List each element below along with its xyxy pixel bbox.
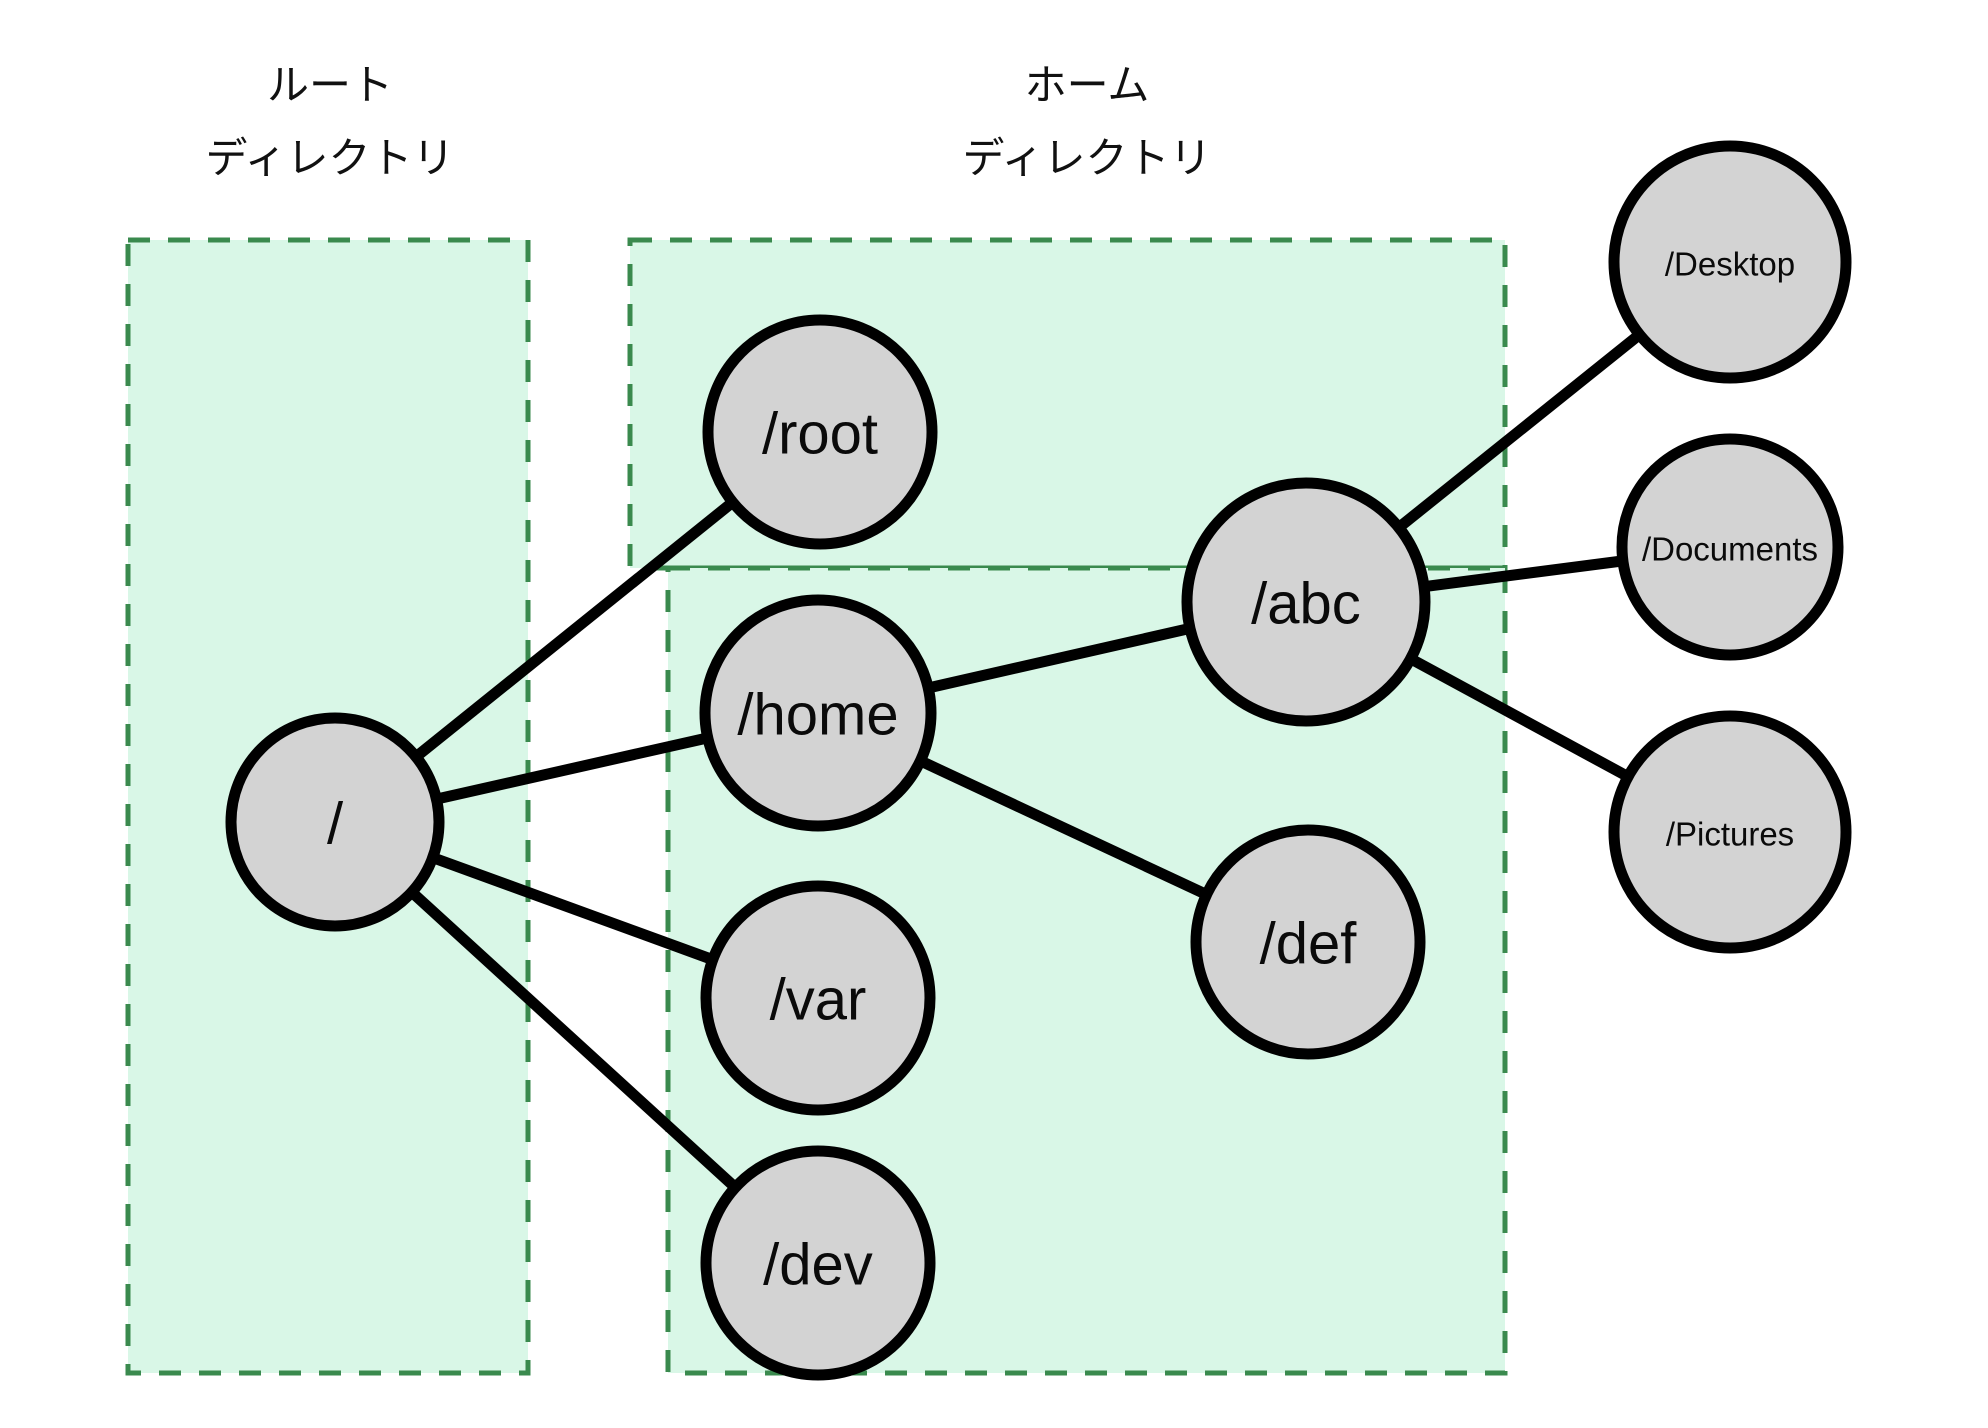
node-label-root: / — [327, 792, 344, 857]
node-label-desktop: /Desktop — [1665, 246, 1795, 283]
node-circle-root-home — [702, 314, 938, 550]
edge-abc-to-documents — [1419, 554, 1628, 593]
region-caption-home-directory-region-upper-line2: ディレクトリ — [962, 134, 1211, 183]
node-desktop[interactable]: /Desktop — [1608, 140, 1852, 384]
edge-layer — [405, 327, 1647, 1195]
node-abc[interactable]: /abc — [1181, 477, 1431, 727]
node-label-pictures: /Pictures — [1666, 816, 1794, 853]
node-label-def: /def — [1260, 912, 1358, 977]
node-def[interactable]: /def — [1190, 824, 1426, 1060]
node-label-var: /var — [770, 968, 867, 1033]
edge-root-to-dev — [405, 885, 742, 1195]
node-circle-abc — [1181, 477, 1431, 727]
node-dev[interactable]: /dev — [700, 1145, 936, 1381]
node-circle-root — [225, 712, 445, 932]
node-root-home[interactable]: /root — [702, 314, 938, 550]
node-circle-dev — [700, 1145, 936, 1381]
region-caption-root-directory-region-line2: ディレクトリ — [205, 134, 454, 183]
node-label-documents: /Documents — [1642, 531, 1818, 568]
node-circle-var — [700, 880, 936, 1116]
node-pictures[interactable]: /Pictures — [1608, 710, 1852, 954]
edge-root-to-home — [431, 731, 713, 806]
region-caption-root-directory-region-line1: ルート — [267, 61, 393, 110]
node-circle-documents — [1616, 433, 1844, 661]
edge-home-to-def — [914, 754, 1213, 902]
node-label-abc: /abc — [1251, 572, 1361, 637]
node-circle-desktop — [1608, 140, 1852, 384]
node-circle-pictures — [1608, 710, 1852, 954]
node-label-root-home: /root — [762, 402, 878, 467]
node-layer: / /root/home/var/dev/abc/def/Desktop/Docu… — [225, 140, 1852, 1381]
node-circle-home — [699, 594, 937, 832]
node-home[interactable]: /home — [699, 594, 937, 832]
node-documents[interactable]: /Documents — [1616, 433, 1844, 661]
edge-abc-to-pictures — [1404, 651, 1635, 784]
edge-abc-to-desktop — [1392, 327, 1647, 535]
node-label-dev: /dev — [763, 1233, 873, 1298]
node-label-home: /home — [737, 683, 898, 748]
edge-root-to-var — [427, 851, 719, 967]
edge-home-to-abc — [923, 622, 1196, 695]
node-root[interactable]: / — [225, 712, 445, 932]
node-circle-def — [1190, 824, 1426, 1060]
node-var[interactable]: /var — [700, 880, 936, 1116]
region-caption-home-directory-region-upper-line1: ホーム — [1025, 61, 1150, 110]
edge-root-to-root-home — [409, 495, 740, 764]
